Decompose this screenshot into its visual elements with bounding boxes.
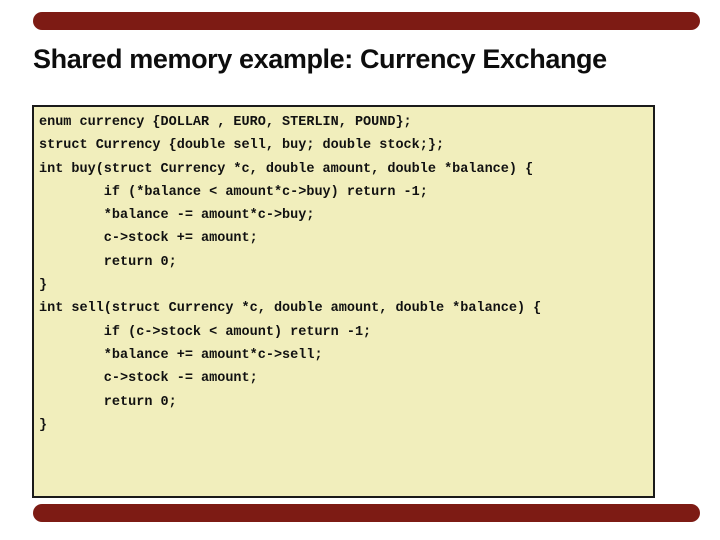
slide-title: Shared memory example: Currency Exchange <box>33 44 607 74</box>
code-listing: enum currency {DOLLAR , EURO, STERLIN, P… <box>39 115 542 433</box>
code-box: enum currency {DOLLAR , EURO, STERLIN, P… <box>32 105 655 498</box>
bottom-accent-bar <box>33 504 700 522</box>
top-accent-bar <box>33 12 700 30</box>
